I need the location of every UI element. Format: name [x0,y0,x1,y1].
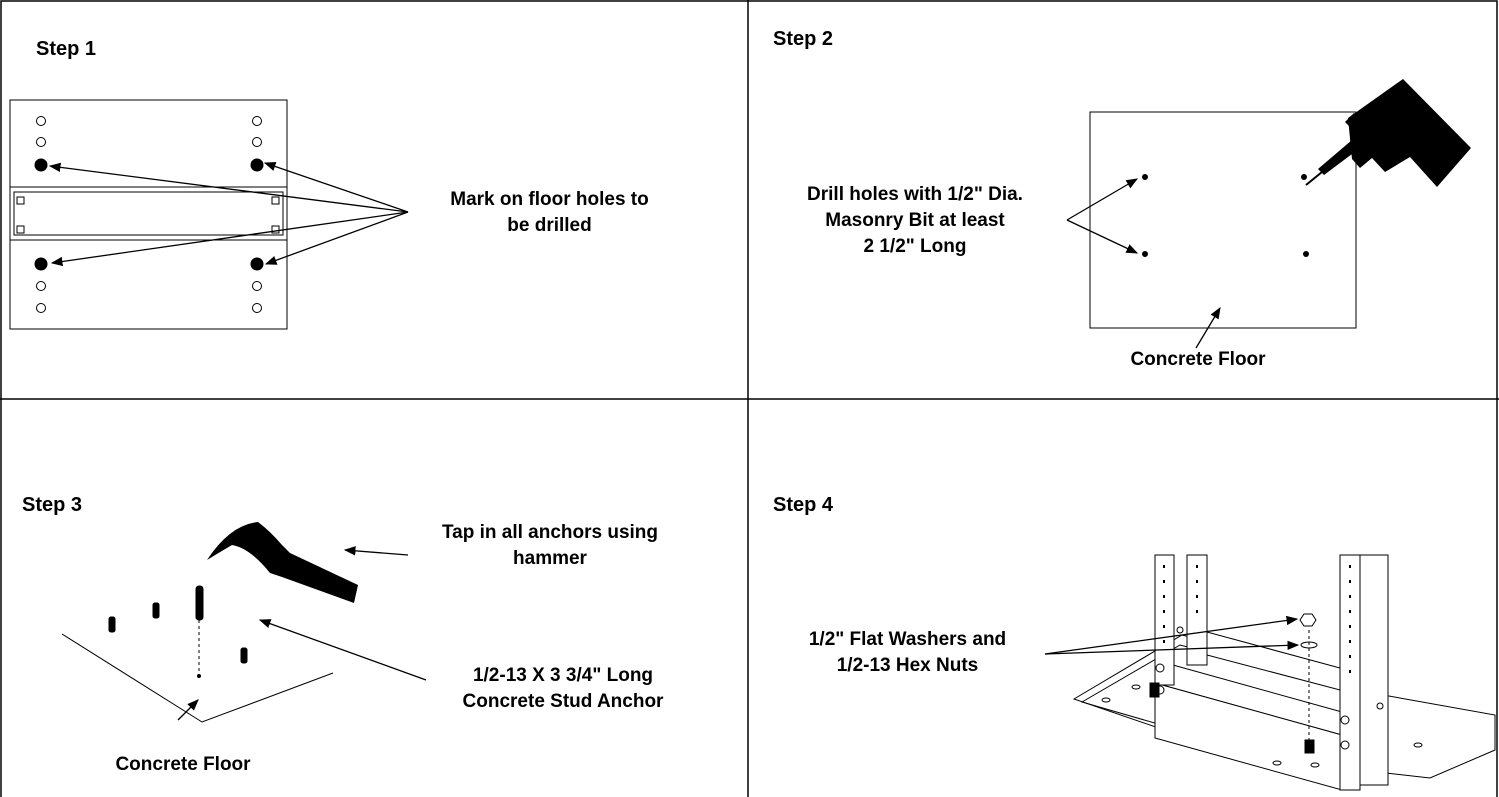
step3-anchor-line1: 1/2-13 X 3 3/4" Long [472,665,654,686]
step3-anchor-line2: Concrete Stud Anchor [462,691,664,712]
step4-callout-line2: 1/2-13 Hex Nuts [836,655,979,676]
step4-callout: 1/2" Flat Washers and 1/2-13 Hex Nuts [770,627,1045,679]
step2-callout: Drill holes with 1/2" Dia. Masonry Bit a… [765,182,1065,260]
step1-title: Step 1 [36,38,97,60]
step2-floor-label: Concrete Floor [1130,349,1266,370]
step3-title: Step 3 [22,494,83,516]
rack-icon [1072,554,1496,791]
hammer-icon [207,522,358,603]
step3-callout-line1: Tap in all anchors using [441,522,659,543]
step1-callout: Mark on floor holes to be drilled [417,187,682,239]
step1-arrows [48,161,409,267]
step2-arrows [1066,178,1221,349]
step1-rack-base [9,99,288,330]
step2-callout-line2: Masonry Bit at least [825,210,1005,231]
drill-icon [1305,79,1471,187]
step3-callout: Tap in all anchors using hammer [400,520,700,572]
step2-callout-line1: Drill holes with 1/2" Dia. [807,184,1023,205]
rack-upright-holes [1163,565,1351,673]
anchor-icon [108,585,248,678]
step2-title: Step 2 [773,28,834,50]
step1-callout-line1: Mark on floor holes to [450,189,649,210]
step3-callout-line2: hammer [513,548,587,569]
step1-callout-line2: be drilled [507,215,592,236]
step2-callout-line3: 2 1/2" Long [863,236,967,257]
step4-title: Step 4 [773,494,834,516]
step3-anchor-label: 1/2-13 X 3 3/4" Long Concrete Stud Ancho… [418,663,708,715]
step3-floor-label: Concrete Floor [115,754,251,775]
step4-arrows [1044,615,1300,655]
step2-floor [1089,111,1357,329]
step1-holes [16,116,280,313]
step3-arrows [177,546,427,721]
step3-floor [61,633,334,723]
step4-hardware [1299,613,1318,740]
step4-callout-line1: 1/2" Flat Washers and [808,629,1007,650]
rack-bolts [1101,626,1423,768]
step2-holes [1142,174,1309,257]
